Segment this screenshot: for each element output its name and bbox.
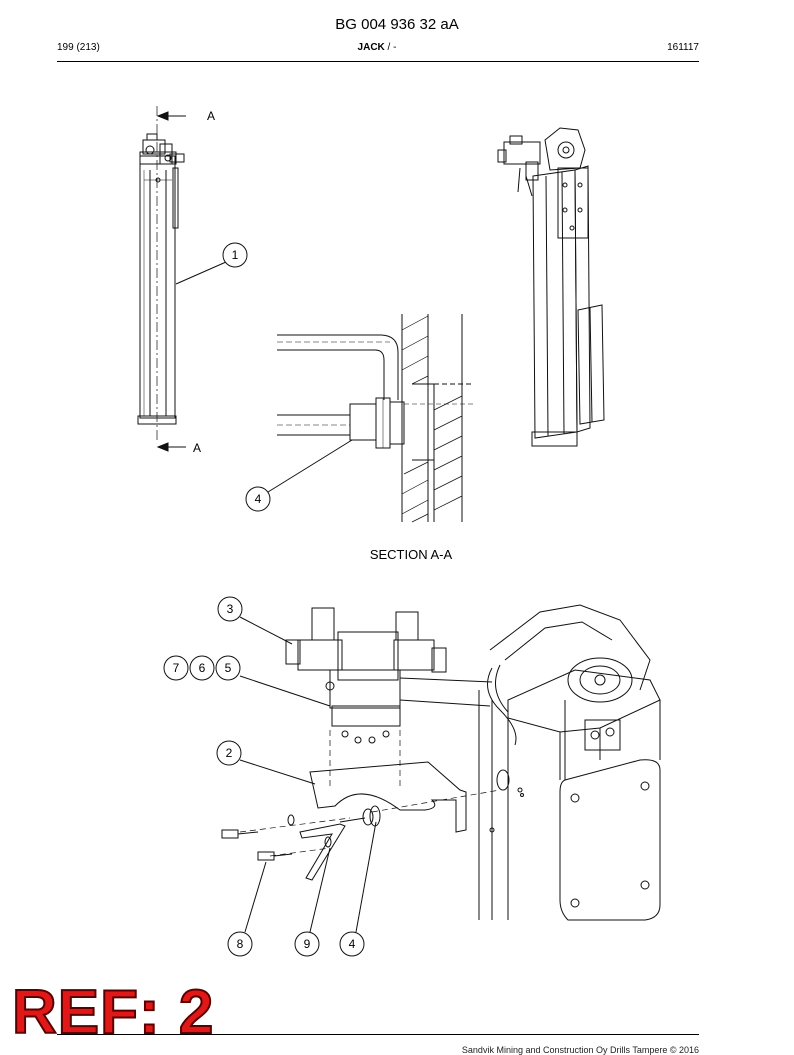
jack-isometric-view bbox=[497, 127, 605, 447]
callout-6-label: 6 bbox=[199, 661, 206, 675]
section-detail bbox=[277, 314, 474, 523]
section-arrows bbox=[156, 111, 186, 452]
callout-9-label: 9 bbox=[304, 937, 311, 951]
callout-8-label: 8 bbox=[237, 937, 244, 951]
section-title: JACK / - bbox=[0, 42, 754, 53]
exploded-assembly bbox=[221, 604, 661, 921]
header-divider bbox=[57, 61, 699, 62]
callout-1 bbox=[175, 242, 248, 285]
callout-5-label: 5 bbox=[225, 661, 232, 675]
footer-divider bbox=[57, 1034, 699, 1035]
lower-callouts bbox=[163, 596, 377, 957]
callout-1-label: 1 bbox=[232, 248, 239, 262]
footer-copyright: Sandvik Mining and Construction Oy Drill… bbox=[461, 1045, 699, 1055]
section-suffix: / - bbox=[384, 42, 397, 53]
jack-side-view bbox=[137, 106, 185, 440]
section-name: JACK bbox=[357, 42, 385, 53]
callout-3-label: 3 bbox=[227, 602, 234, 616]
callout-4-section-label: 4 bbox=[255, 492, 262, 506]
document-code: BG 004 936 32 aA bbox=[335, 16, 459, 33]
document-date: 161117 bbox=[667, 42, 699, 53]
page-number: 199 (213) bbox=[57, 42, 100, 53]
callout-7-label: 7 bbox=[173, 661, 180, 675]
reference-stamp: REF: 2 bbox=[11, 978, 215, 1047]
technical-drawing: A A 1 4 3 7 6 5 2 8 9 4 bbox=[137, 106, 661, 957]
callout-4-label: 4 bbox=[349, 937, 356, 951]
callout-4-section bbox=[245, 439, 353, 512]
section-marker-top: A bbox=[207, 109, 215, 123]
section-marker-bottom: A bbox=[193, 441, 201, 455]
section-caption: SECTION A-A bbox=[369, 547, 453, 562]
callout-2-label: 2 bbox=[226, 746, 233, 760]
